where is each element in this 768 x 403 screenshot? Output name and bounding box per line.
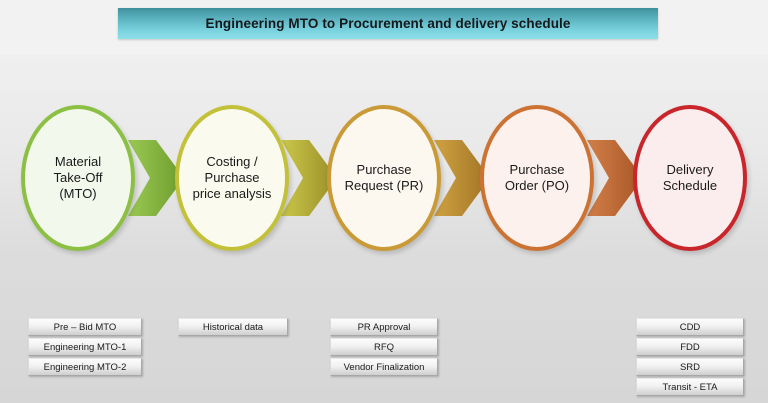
deliverable-label: Transit - ETA <box>662 381 718 393</box>
process-node-purchase-request[interactable]: Purchase Request (PR) <box>327 105 441 251</box>
deliverable-label: Engineering MTO-1 <box>43 341 127 353</box>
deliverable-box[interactable]: Vendor Finalization <box>330 358 438 376</box>
deliverable-box[interactable]: SRD <box>636 358 744 376</box>
arrow-costing-to-pr <box>281 140 337 216</box>
deliverable-label: Engineering MTO-2 <box>43 361 127 373</box>
process-node-label: Costing / Purchase price analysis <box>192 154 272 201</box>
deliverable-box[interactable]: Pre – Bid MTO <box>28 318 142 336</box>
process-node-label: Delivery Schedule <box>662 162 718 193</box>
deliverable-group-mto: Pre – Bid MTO Engineering MTO-1 Engineer… <box>28 318 142 376</box>
deliverable-box[interactable]: PR Approval <box>330 318 438 336</box>
process-node-label: Purchase Request (PR) <box>344 162 424 193</box>
deliverable-box[interactable]: FDD <box>636 338 744 356</box>
deliverable-label: FDD <box>680 341 700 353</box>
page-title: Engineering MTO to Procurement and deliv… <box>205 16 571 31</box>
process-node-label: Purchase Order (PO) <box>504 162 570 193</box>
process-node-material-take-off[interactable]: Material Take-Off (MTO) <box>21 105 135 251</box>
deliverable-label: Vendor Finalization <box>343 361 425 373</box>
process-node-purchase-order[interactable]: Purchase Order (PO) <box>480 105 594 251</box>
deliverable-box[interactable]: Engineering MTO-2 <box>28 358 142 376</box>
title-banner: Engineering MTO to Procurement and deliv… <box>118 8 658 39</box>
deliverable-box[interactable]: RFQ <box>330 338 438 356</box>
arrow-pr-to-po <box>434 140 490 216</box>
arrow-po-to-delivery <box>587 140 643 216</box>
deliverable-box[interactable]: Engineering MTO-1 <box>28 338 142 356</box>
deliverable-label: SRD <box>679 361 701 373</box>
deliverable-label: PR Approval <box>357 321 411 333</box>
deliverable-box[interactable]: Historical data <box>178 318 288 336</box>
process-node-label: Material Take-Off (MTO) <box>53 154 103 201</box>
process-node-costing[interactable]: Costing / Purchase price analysis <box>175 105 289 251</box>
deliverable-box[interactable]: Transit - ETA <box>636 378 744 396</box>
deliverable-label: Historical data <box>202 321 264 333</box>
deliverable-group-purchase-request: PR Approval RFQ Vendor Finalization <box>330 318 438 376</box>
deliverable-group-delivery: CDD FDD SRD Transit - ETA <box>636 318 744 396</box>
deliverable-group-costing: Historical data <box>178 318 288 336</box>
deliverable-label: RFQ <box>373 341 395 353</box>
deliverable-box[interactable]: CDD <box>636 318 744 336</box>
deliverable-label: Pre – Bid MTO <box>53 321 117 333</box>
process-node-delivery-schedule[interactable]: Delivery Schedule <box>633 105 747 251</box>
arrow-mto-to-costing <box>128 140 184 216</box>
deliverable-label: CDD <box>679 321 701 333</box>
